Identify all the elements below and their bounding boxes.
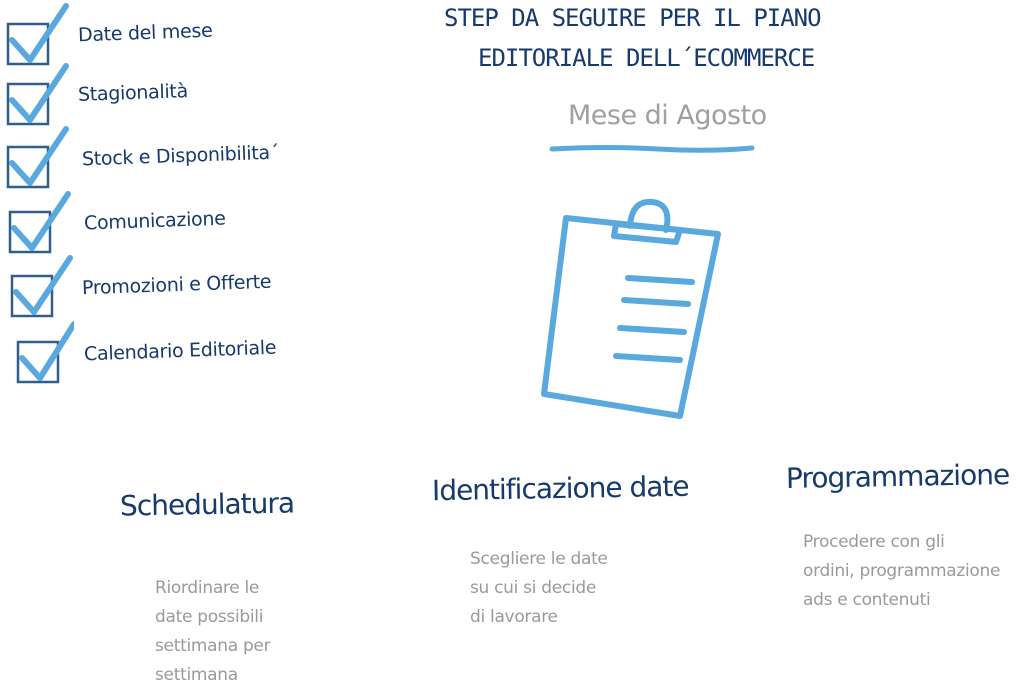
checklist-item-label: Stagionalità <box>77 80 189 106</box>
checkbox-checked-icon <box>10 255 73 318</box>
step-description-line: di lavorare <box>470 607 558 627</box>
checklist-item-stock: Stock e Disponibilita´ <box>0 123 320 189</box>
step-description-schedulatura: Riordinare le date possibili settimana p… <box>155 574 271 690</box>
checklist: Date del mese Stagionalità Stock e Dispo… <box>0 0 320 390</box>
step-heading-identificazione-date: Identificazione date <box>431 469 689 508</box>
checklist-item-promozioni: Promozioni e Offerte <box>0 252 320 318</box>
checklist-item-comunicazione: Comunicazione <box>0 188 320 254</box>
checklist-item-label: Date del mese <box>77 19 213 47</box>
step-description-line: ads e contenuti <box>803 590 931 610</box>
checklist-item-label: Comunicazione <box>83 207 226 235</box>
step-description-line: ordini, programmazione <box>803 561 1001 581</box>
clipboard-icon <box>541 198 721 419</box>
step-description-line: settimana <box>155 665 238 685</box>
step-description-line: Scegliere le date <box>470 549 608 569</box>
step-description-line: Riordinare le <box>155 578 260 598</box>
checklist-item-stagionalita: Stagionalità <box>0 60 320 126</box>
checkbox-checked-icon <box>6 126 69 189</box>
step-description-line: Procedere con gli <box>803 532 945 552</box>
checkbox-checked-icon <box>16 321 74 384</box>
checkbox-checked-icon <box>8 191 71 254</box>
checkbox-checked-icon <box>6 3 69 66</box>
checklist-item-label: Calendario Editoriale <box>83 336 277 366</box>
month-underline <box>549 145 755 153</box>
step-description-identificazione-date: Scegliere le date su cui si decide di la… <box>470 545 608 632</box>
checklist-item-label: Promozioni e Offerte <box>81 270 272 300</box>
step-heading-programmazione: Programmazione <box>785 458 1010 495</box>
checkbox-checked-icon <box>6 63 69 126</box>
page-title-line-2: EDITORIALE DELL´ECOMMERCE <box>478 44 815 72</box>
step-description-line: date possibili <box>155 607 264 627</box>
checklist-item-date-del-mese: Date del mese <box>0 0 320 66</box>
step-description-programmazione: Procedere con gli ordini, programmazione… <box>803 528 1000 615</box>
step-description-line: su cui si decide <box>470 578 597 598</box>
checklist-item-calendario: Calendario Editoriale <box>0 318 320 384</box>
page-title-line-1: STEP DA SEGUIRE PER IL PIANO <box>444 4 822 32</box>
checklist-item-label: Stock e Disponibilita´ <box>81 141 280 171</box>
step-heading-schedulatura: Schedulatura <box>119 486 295 523</box>
month-label: Mese di Agosto <box>568 100 767 131</box>
step-description-line: settimana per <box>155 636 271 656</box>
